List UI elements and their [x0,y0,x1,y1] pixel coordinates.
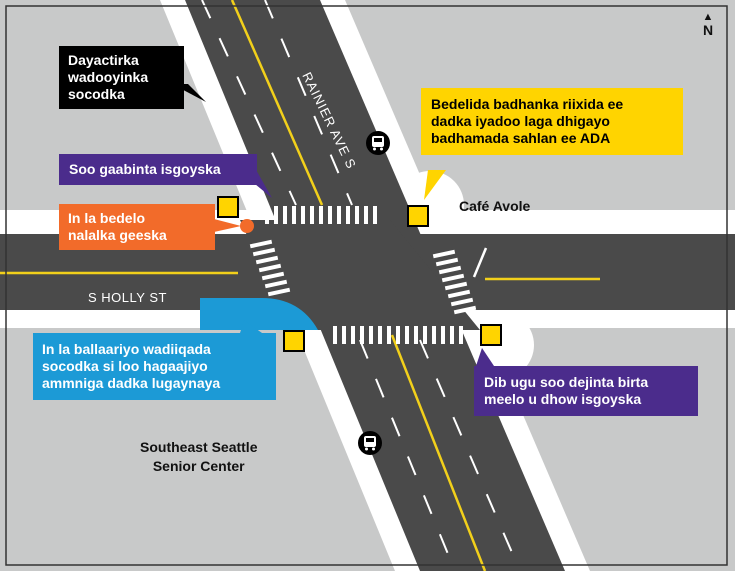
pointer-corner-lighting [214,219,241,232]
curb-extension [200,298,318,330]
senior-center-line1: Southeast Seattle [140,439,258,455]
pointer-curb-extension [240,320,262,333]
intersection-core [240,220,480,330]
place-label-cafe: Café Avole [459,198,531,214]
place-label-senior-center: Southeast Seattle Senior Center [140,438,257,476]
crosswalk-south [333,326,463,344]
rainier-center-line-south [390,334,487,571]
signal-pole-icon-se [480,324,502,346]
rainier-lane-dashes-2 [264,0,353,206]
senior-center-line2: Senior Center [152,457,245,474]
callout-leading-interval: Dib ugu soo dejinta birta meelo u dhow i… [474,366,698,417]
pointer-crosswalk-lead [255,168,272,198]
rainier-lane-dashes-1 [201,0,297,206]
callout-leading-interval-line2: meelo u dhow isgoyska [484,391,642,408]
callout-ada-signals-line3: badhamada sahlan ee ADA [431,130,611,147]
corner-light-icon [240,219,254,233]
bus-stop-icon-south [358,431,382,455]
north-arrow-icon: ▲ N [698,11,718,38]
street-label-holly: S HOLLY ST [88,290,167,305]
callout-corner-lighting-line2: nalalka geeska [68,227,167,244]
callout-ada-signals-line2: dadka iyadoo laga dhigayo [431,113,610,130]
callout-ada-signals: Bedelida badhanka riixida ee dadka iyado… [421,88,683,156]
callout-sidewalk-repair-line3: socodka [68,86,125,103]
stop-bar-east [472,247,488,278]
callout-sidewalk-repair-line1: Dayactirka [68,52,139,68]
signal-pole-icon-sw [283,330,305,352]
crosswalk-west [249,239,291,297]
callout-sidewalk-repair-line2: wadooyinka [68,69,149,86]
north-letter: N [702,22,714,38]
rainier-center-line-north [230,0,324,206]
pointer-ada-signals [424,170,446,200]
callout-crosswalk-lead: Soo gaabinta isgoyska [59,154,257,186]
bus-stop-icon-north [366,131,390,155]
callout-leading-interval-line1: Dib ugu soo dejinta birta [484,374,649,390]
callout-curb-extension-line1: In la ballaariyo wadiiqada [42,341,211,357]
signal-pole-icon-nw [217,196,239,218]
callout-corner-lighting: In la bedelo nalalka geeska [59,204,215,251]
map-frame [5,5,728,566]
signal-pole-icon-ne [407,205,429,227]
callout-corner-lighting-line1: In la bedelo [68,210,146,226]
crosswalk-north [265,206,377,224]
north-arrow-glyph: ▲ [702,11,714,23]
callout-sidewalk-repair: Dayactirka wadooyinka socodka [59,46,184,110]
callout-curb-extension: In la ballaariyo wadiiqada socodka si lo… [33,333,276,401]
callout-ada-signals-line1: Bedelida badhanka riixida ee [431,96,624,112]
callout-curb-extension-line2: socodka si loo hagaajiyo [42,358,208,375]
pointer-leading-interval [476,348,494,366]
crosswalk-east [432,249,477,315]
callout-curb-extension-line3: ammniga dadka lugaynaya [42,375,221,392]
